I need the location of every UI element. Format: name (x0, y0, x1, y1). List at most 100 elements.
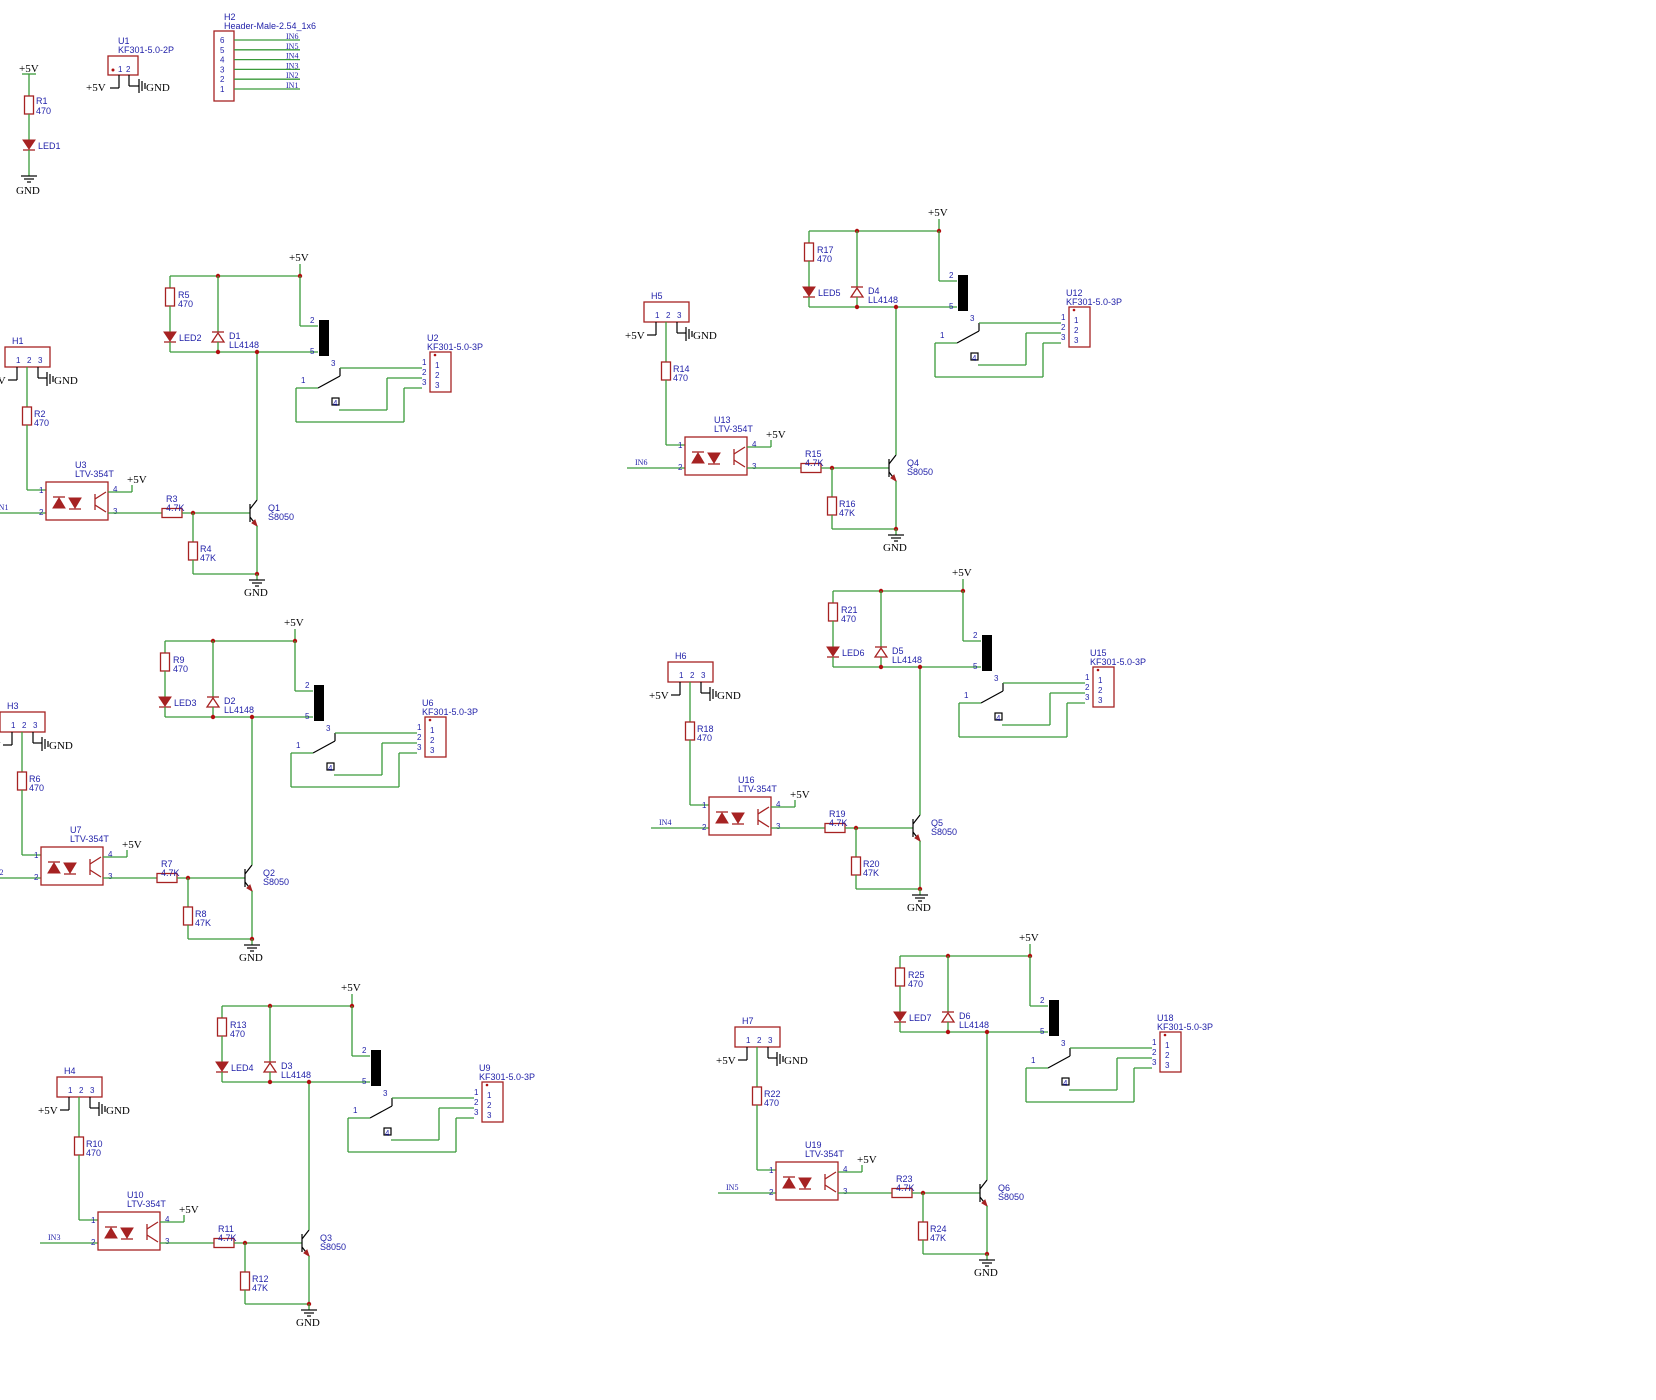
header-pin-number: 4 (220, 56, 225, 65)
pin-number: 1 (68, 1086, 73, 1095)
svg-text:2: 2 (126, 65, 131, 74)
pin-number: 3 (1165, 1061, 1170, 1070)
led-symbol (215, 1061, 229, 1072)
ref-label: H6 (675, 651, 687, 661)
junction-dot (210, 638, 216, 644)
pin-number: 3 (417, 743, 422, 752)
vcc-label: +5V (952, 567, 972, 579)
pin-number: 3 (435, 381, 440, 390)
ref-label: R23 (896, 1174, 913, 1184)
diode-symbol (205, 696, 221, 708)
gnd-label: GND (717, 690, 741, 702)
ref-label: Q3 (320, 1233, 332, 1243)
pin-number: 2 (1074, 326, 1079, 335)
pin-number: 2 (39, 508, 44, 517)
pin-number: 4 (752, 440, 757, 449)
pin-number: 4 (328, 764, 333, 773)
pin-number: 3 (1061, 333, 1066, 342)
vcc-label: +5V (122, 839, 142, 851)
pin-number: 3 (994, 674, 999, 683)
net-label: IN2 (286, 71, 298, 80)
pin-number: 1 (435, 361, 440, 370)
pin-number: 2 (1152, 1048, 1157, 1057)
vcc-label: +5V (928, 207, 948, 219)
ref-label: R6 (29, 774, 41, 784)
junction-dot (210, 714, 216, 720)
pin-number: 1 (34, 851, 39, 860)
pin-number: 3 (90, 1086, 95, 1095)
resistor (239, 1271, 251, 1291)
ref-label: U19 (805, 1140, 822, 1150)
led-symbol (893, 1011, 907, 1022)
resistor (159, 652, 171, 672)
ref-label: R20 (863, 859, 880, 869)
ref-label: H7 (742, 1016, 754, 1026)
header-pin-number: 3 (220, 65, 225, 74)
value-label: S8050 (907, 467, 933, 477)
pin-number: 1 (655, 311, 660, 320)
pin-number: 1 (1085, 673, 1090, 682)
pin-number: 5 (310, 347, 315, 356)
led-symbol (22, 139, 36, 150)
ref-label: Q5 (931, 818, 943, 828)
value-label: 47K (252, 1283, 268, 1293)
pin-number: 3 (474, 1108, 479, 1117)
ref-label: R8 (195, 909, 207, 919)
resistor (23, 95, 35, 115)
ref-label: U15 (1090, 648, 1107, 658)
ref-label: R18 (697, 724, 714, 734)
pin-number: 3 (776, 822, 781, 831)
resistor (917, 1221, 929, 1241)
pin-number: 3 (1074, 336, 1079, 345)
value-label: LTV-354T (738, 784, 777, 794)
pin-number: 3 (331, 359, 336, 368)
ref-label: U10 (127, 1190, 144, 1200)
net-label: IN3 (48, 1233, 60, 1242)
vcc-label: +5V (1019, 932, 1039, 944)
net-label: IN3 (286, 61, 298, 70)
junction-dot (878, 588, 884, 594)
pin-number: 3 (1061, 1039, 1066, 1048)
pin-number: 1 (39, 486, 44, 495)
gnd-label: GND (693, 330, 717, 342)
pin-number: 2 (1098, 686, 1103, 695)
gnd-label: GND (244, 587, 268, 599)
value-label: KF301-5.0-3P (1157, 1022, 1213, 1032)
pin-number: 3 (326, 724, 331, 733)
ref-label: R15 (805, 449, 822, 459)
vcc-label: +5V (284, 617, 304, 629)
pin-number: 1 (422, 358, 427, 367)
pin-number: 2 (678, 463, 683, 472)
value-label: S8050 (931, 827, 957, 837)
pin-number: 1 (16, 356, 21, 365)
ref-label: U3 (75, 460, 87, 470)
pin-number: 1 (679, 671, 684, 680)
value-label: 4.7K (805, 458, 824, 468)
ref-label: H3 (7, 701, 19, 711)
gnd-label: GND (106, 1105, 130, 1117)
value-label: 4.7K (896, 1183, 915, 1193)
vcc-label: +5V (790, 789, 810, 801)
ref-label: D2 (224, 696, 236, 706)
gnd-label: GND (784, 1055, 808, 1067)
ref-label: R11 (218, 1224, 234, 1234)
header-body (213, 30, 235, 102)
gnd-label: GND (16, 185, 40, 197)
vcc-label: +5V (86, 82, 106, 94)
ref-label: LED6 (842, 648, 865, 658)
header-pin-number: 6 (220, 36, 225, 45)
ref-label: R3 (166, 494, 178, 504)
value-label: LTV-354T (714, 424, 753, 434)
